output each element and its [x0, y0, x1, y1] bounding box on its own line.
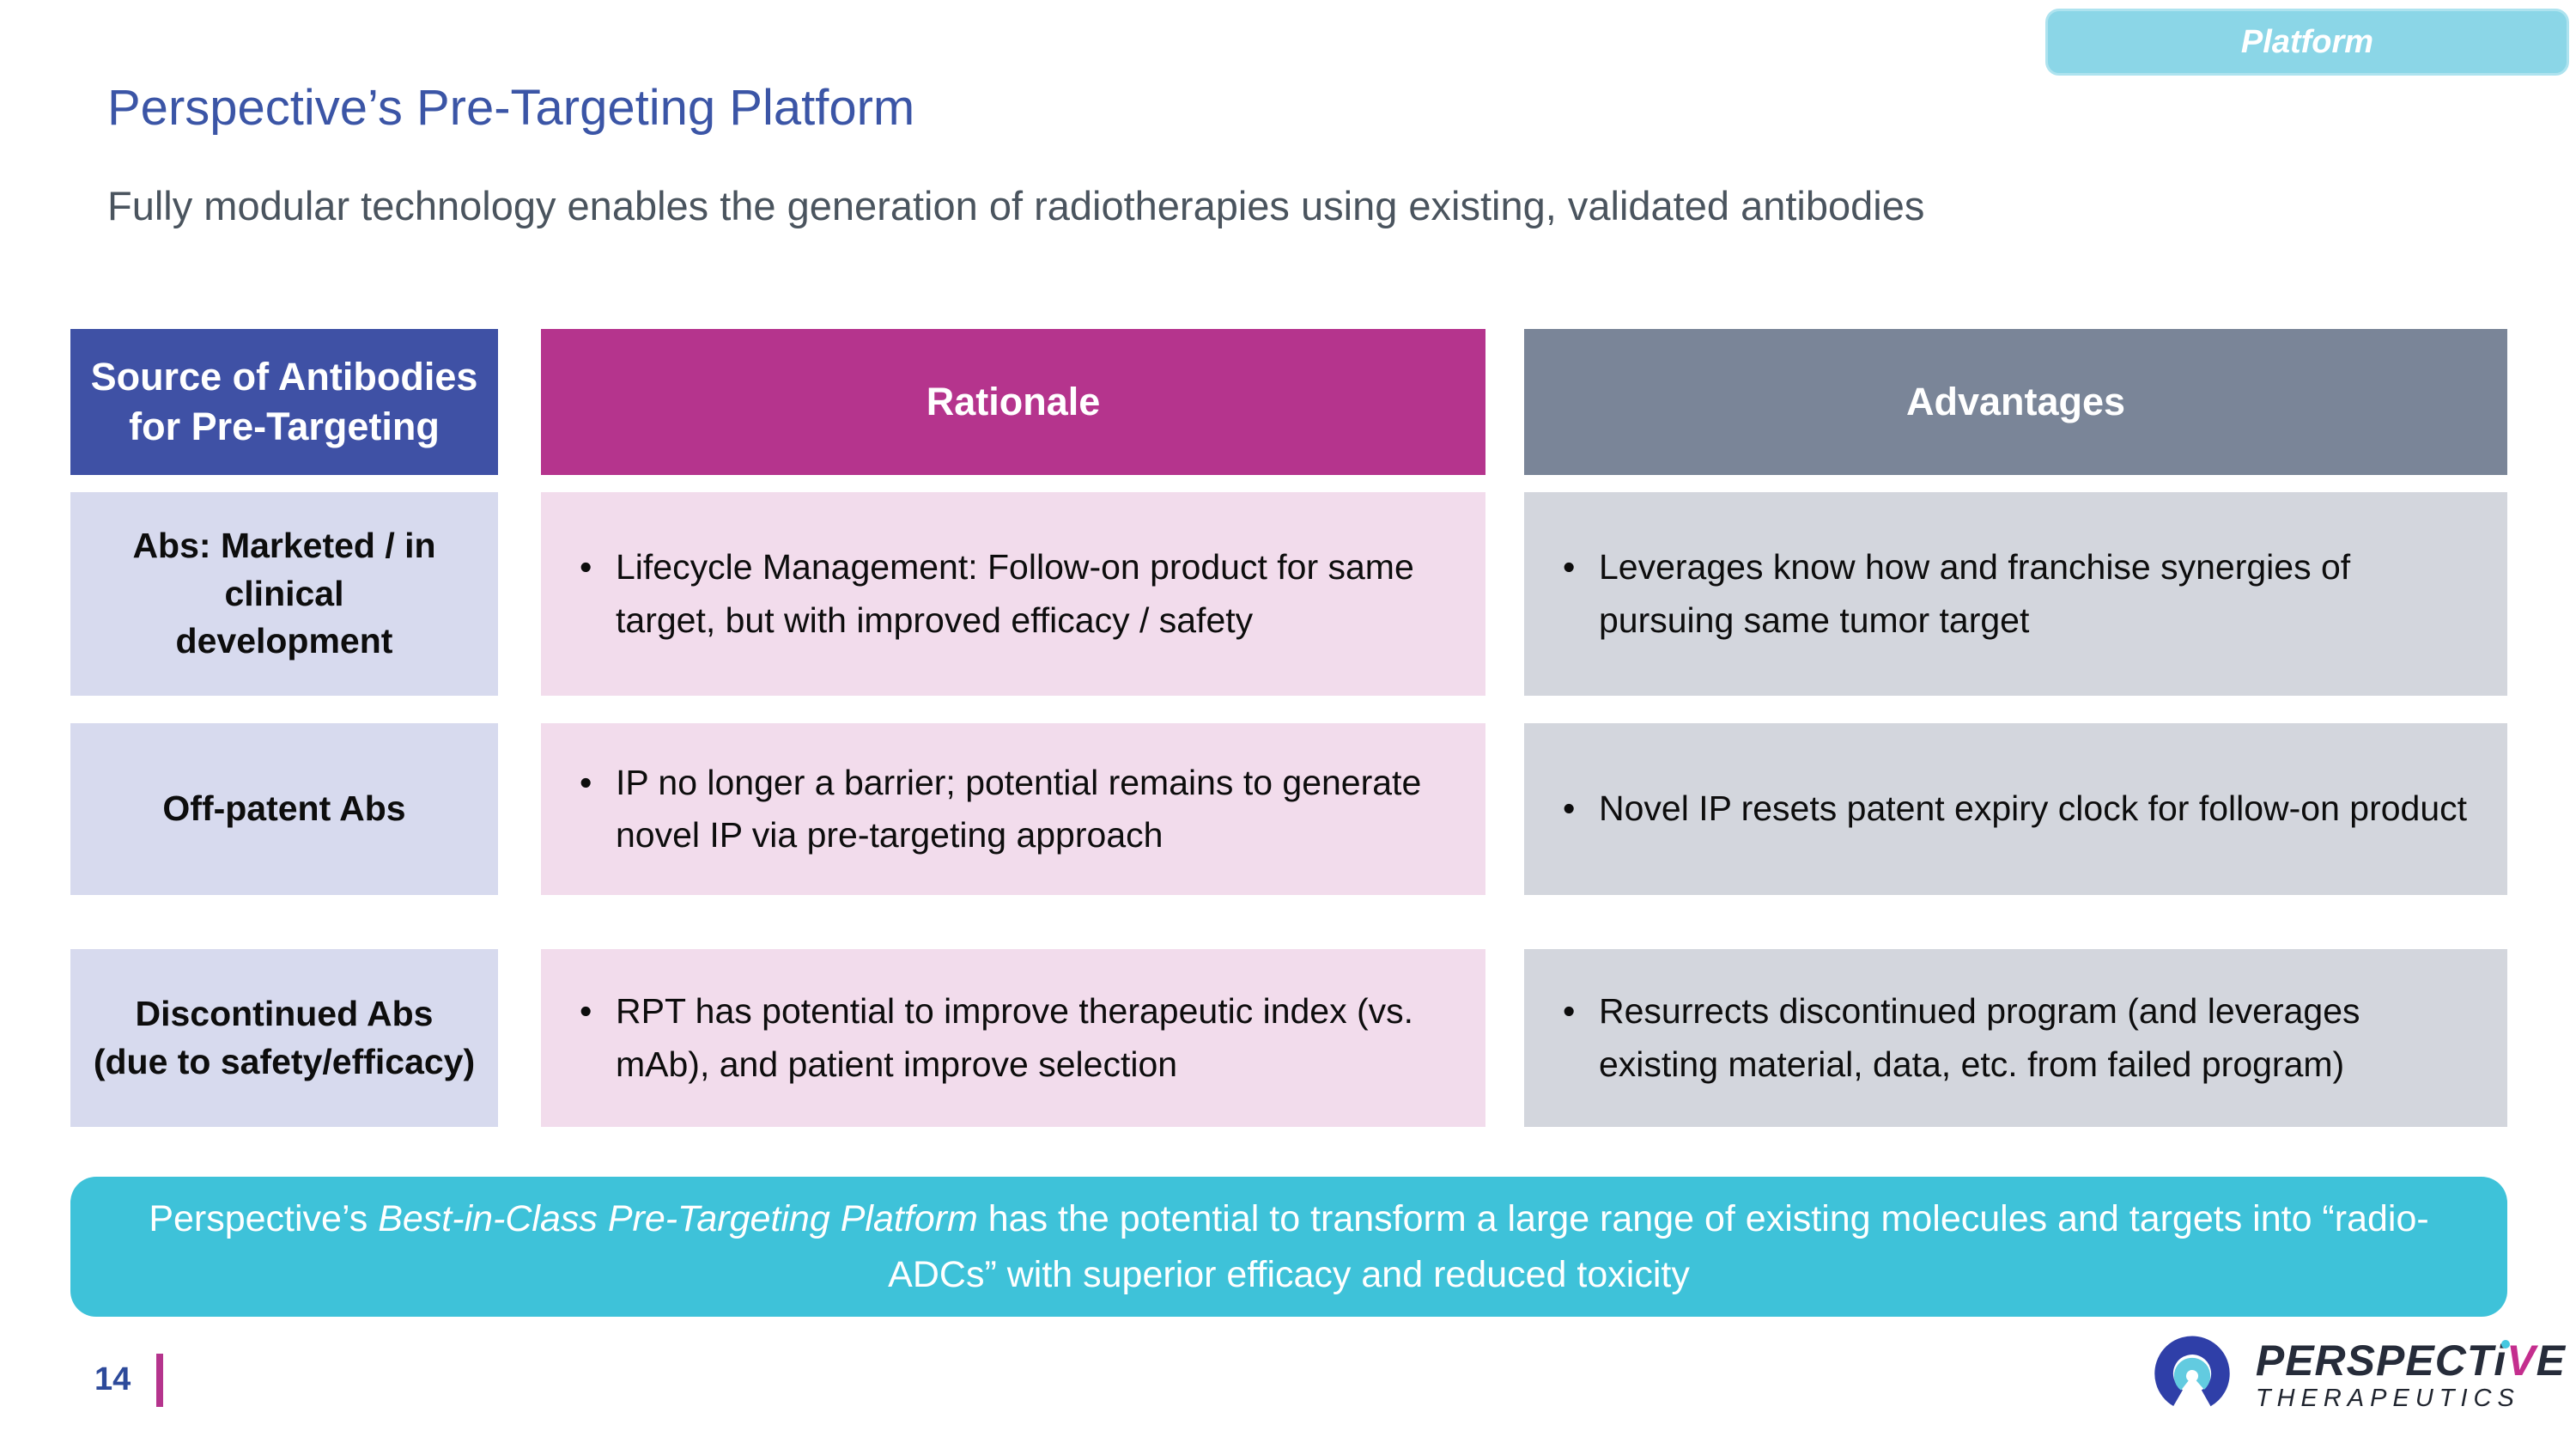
bullet-item: Leverages know how and franchise synergi…	[1563, 541, 2482, 647]
table-row-2-rationale: IP no longer a barrier; potential remain…	[541, 723, 1485, 895]
logo-subbrand: THERAPEUTICS	[2255, 1384, 2520, 1412]
bullet-text: Lifecycle Management: Follow-on product …	[616, 547, 1414, 640]
bullet-text: IP no longer a barrier; potential remain…	[616, 762, 1422, 855]
logo-text-part2: E	[2536, 1336, 2566, 1385]
bullet-text: Novel IP resets patent expiry clock for …	[1599, 788, 2468, 829]
banner-italic-phrase: Best-in-Class Pre-Targeting Platform	[378, 1198, 978, 1239]
bullet-text: Resurrects discontinued program (and lev…	[1599, 991, 2360, 1084]
bullet-text: Leverages know how and franchise synergi…	[1599, 547, 2351, 640]
banner-suffix: has the potential to transform a large r…	[888, 1198, 2429, 1295]
table-row-1-advantage: Leverages know how and franchise synergi…	[1524, 492, 2507, 696]
table-row-2-source: Off-patent Abs	[70, 723, 498, 895]
perspective-logo: PERSPECTiVE THERAPEUTICS	[2149, 1336, 2566, 1416]
table-header-rationale: Rationale	[541, 329, 1485, 475]
logo-arc-icon	[2154, 1336, 2230, 1411]
table-header-source: Source of Antibodies for Pre-Targeting	[70, 329, 498, 475]
table-row-3-rationale: RPT has potential to improve therapeutic…	[541, 949, 1485, 1127]
summary-banner: Perspective’s Best-in-Class Pre-Targetin…	[70, 1177, 2507, 1317]
bullet-item: IP no longer a barrier; potential remain…	[580, 757, 1460, 862]
logo-wordmark: PERSPECTiVE THERAPEUTICS	[2256, 1338, 2566, 1413]
table-row-3-source: Discontinued Abs (due to safety/efficacy…	[70, 949, 498, 1127]
logo-text-part1: PERSPECT	[2255, 1336, 2494, 1385]
platform-badge: Platform	[2045, 9, 2569, 76]
table-row-1-source: Abs: Marketed / in clinical development	[70, 492, 498, 696]
bullet-item: Novel IP resets patent expiry clock for …	[1563, 782, 2482, 836]
footer-accent-bar	[156, 1354, 163, 1407]
logo-letter-v: V	[2506, 1336, 2537, 1385]
table-row-3-advantage: Resurrects discontinued program (and lev…	[1524, 949, 2507, 1127]
table-row-2-advantage: Novel IP resets patent expiry clock for …	[1524, 723, 2507, 895]
banner-prefix: Perspective’s	[149, 1198, 379, 1239]
bullet-item: RPT has potential to improve therapeutic…	[580, 985, 1460, 1091]
table-row-1-rationale: Lifecycle Management: Follow-on product …	[541, 492, 1485, 696]
bullet-item: Lifecycle Management: Follow-on product …	[580, 541, 1460, 647]
bullet-item: Resurrects discontinued program (and lev…	[1563, 985, 2482, 1091]
logo-letter-i: i	[2494, 1336, 2510, 1385]
logo-brand-name: PERSPECTiVE	[2256, 1338, 2566, 1384]
bullet-text: RPT has potential to improve therapeutic…	[616, 991, 1414, 1084]
summary-banner-text: Perspective’s Best-in-Class Pre-Targetin…	[131, 1191, 2447, 1302]
table-header-advantages: Advantages	[1524, 329, 2507, 475]
page-number: 14	[94, 1361, 131, 1397]
page-title: Perspective’s Pre-Targeting Platform	[107, 80, 915, 136]
page-subtitle: Fully modular technology enables the gen…	[107, 183, 1925, 228]
